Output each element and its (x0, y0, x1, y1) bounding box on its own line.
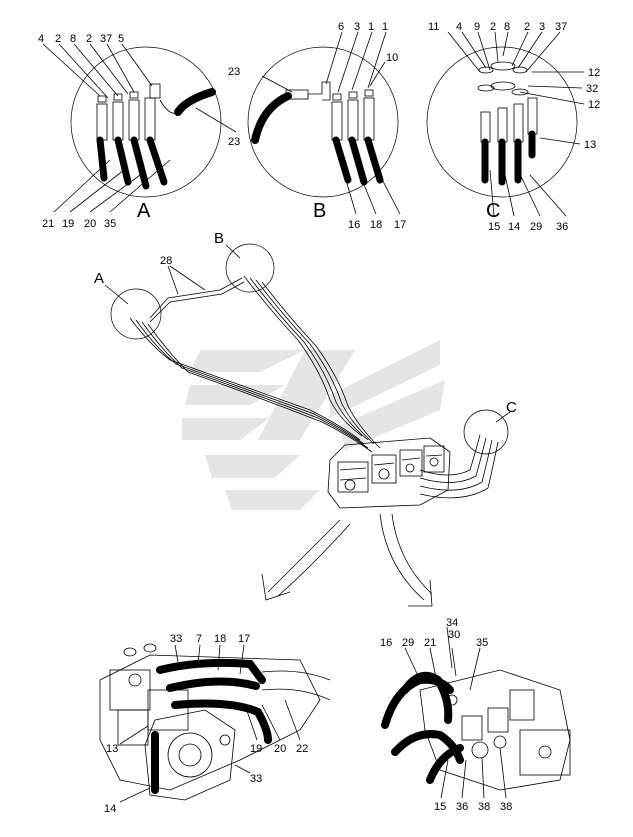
watermark-logo (182, 340, 445, 510)
lower-right-label-3: 29 (402, 637, 414, 649)
detail-c: 11 4 9 2 8 2 3 37 12 32 12 13 15 14 29 3… (426, 21, 600, 233)
lower-left-label-8: 22 (296, 743, 308, 755)
detail-c-label-b4: 36 (556, 221, 568, 233)
lower-left-label-5: 13 (106, 743, 118, 755)
detail-c-label-7: 3 (539, 21, 545, 33)
detail-b-label-b3: 17 (394, 219, 406, 231)
lower-right-valve-block (419, 669, 571, 791)
detail-c-label-s4: 13 (584, 139, 596, 151)
lower-right-label-4: 21 (424, 637, 436, 649)
detail-a-label-b3: 20 (84, 218, 96, 230)
detail-b: 6 3 1 1 23 10 16 18 17 B (228, 21, 406, 231)
lower-right-label-1: 34 (446, 617, 458, 629)
detail-a-label-6: 5 (118, 33, 124, 45)
callout-circle-a (110, 288, 162, 340)
detail-a-label-b4: 35 (104, 218, 116, 230)
lower-left-label-2: 7 (196, 633, 202, 645)
detail-c-label-b3: 29 (530, 221, 542, 233)
detail-a-label-b2: 19 (62, 218, 74, 230)
lower-right-view: 34 16 29 21 30 35 15 36 38 38 (380, 617, 571, 813)
arrow-right (379, 513, 433, 607)
detail-c-letter: C (486, 200, 500, 222)
detail-b-label-side1: 23 (228, 66, 240, 78)
lower-left-hoses (151, 658, 331, 794)
lower-left-label-7: 20 (274, 743, 286, 755)
detail-c-label-1: 11 (428, 21, 439, 33)
detail-a-letter: A (137, 200, 151, 222)
detail-a-label-5: 37 (100, 33, 112, 45)
detail-c-label-2: 4 (456, 21, 462, 33)
detail-c-label-5: 8 (504, 21, 510, 33)
lower-left-view: 33 7 18 17 13 19 20 22 33 14 (99, 633, 331, 815)
detail-b-label-b2: 18 (370, 219, 382, 231)
detail-b-label-1: 6 (338, 21, 344, 33)
lower-left-label-3: 18 (214, 633, 226, 645)
callout-circle-b (225, 243, 275, 293)
detail-a-label-2: 2 (55, 33, 61, 45)
lower-right-label-8: 36 (456, 801, 468, 813)
detail-a-label-b1: 21 (42, 218, 54, 230)
lower-left-label-4: 17 (238, 633, 250, 645)
lower-right-label-2: 16 (380, 637, 392, 649)
detail-b-label-3: 1 (368, 21, 374, 33)
detail-a-label-1: 4 (38, 33, 44, 45)
lower-right-label-5: 30 (448, 629, 460, 641)
detail-b-label-b1: 16 (348, 219, 360, 231)
detail-a-label-side: 23 (228, 136, 240, 148)
detail-c-label-b1: 15 (488, 221, 500, 233)
lower-right-hoses (381, 671, 464, 784)
main-label-28: 28 (160, 255, 172, 267)
callout-a-letter: A (94, 270, 104, 287)
detail-c-label-4: 2 (490, 21, 496, 33)
detail-c-label-6: 2 (524, 21, 530, 33)
detail-b-hoses (251, 81, 384, 186)
detail-b-circle (247, 46, 399, 198)
lower-left-pump (99, 643, 321, 801)
detail-c-label-3: 9 (474, 21, 480, 33)
detail-c-label-s3: 12 (588, 99, 600, 111)
detail-c-circle (426, 46, 578, 198)
lower-right-label-6: 35 (476, 637, 488, 649)
pump-assembly-block (327, 437, 451, 509)
detail-b-label-side2: 10 (386, 52, 398, 64)
detail-a-hoses (96, 83, 216, 190)
callout-circle-c (463, 409, 509, 455)
lower-right-label-9: 38 (478, 801, 490, 813)
detail-a: 4 2 8 2 37 5 23 21 19 20 35 A (38, 33, 240, 230)
callout-c-letter: C (506, 399, 517, 416)
lower-left-label-6: 19 (250, 743, 262, 755)
detail-c-label-8: 37 (555, 21, 567, 33)
detail-a-circle (70, 46, 222, 198)
detail-c-label-s1: 12 (588, 67, 600, 79)
lower-right-label-7: 15 (434, 801, 446, 813)
main-assembly-view: A B C (94, 230, 517, 607)
detail-b-letter: B (313, 200, 326, 222)
detail-b-label-4: 1 (382, 21, 388, 33)
detail-b-label-2: 3 (354, 21, 360, 33)
lower-left-label-9: 33 (250, 773, 262, 785)
lower-left-label-1: 33 (170, 633, 182, 645)
detail-a-label-4: 2 (86, 33, 92, 45)
arrow-left (261, 519, 351, 601)
detail-c-label-b2: 14 (508, 221, 520, 233)
detail-c-label-s2: 32 (586, 83, 598, 95)
detail-c-hoses (477, 61, 538, 186)
main-hose-runs (129, 275, 499, 499)
lower-left-label-10: 14 (104, 803, 116, 815)
lower-right-label-10: 38 (500, 801, 512, 813)
detail-a-label-3: 8 (70, 33, 76, 45)
callout-b-letter: B (214, 230, 224, 247)
